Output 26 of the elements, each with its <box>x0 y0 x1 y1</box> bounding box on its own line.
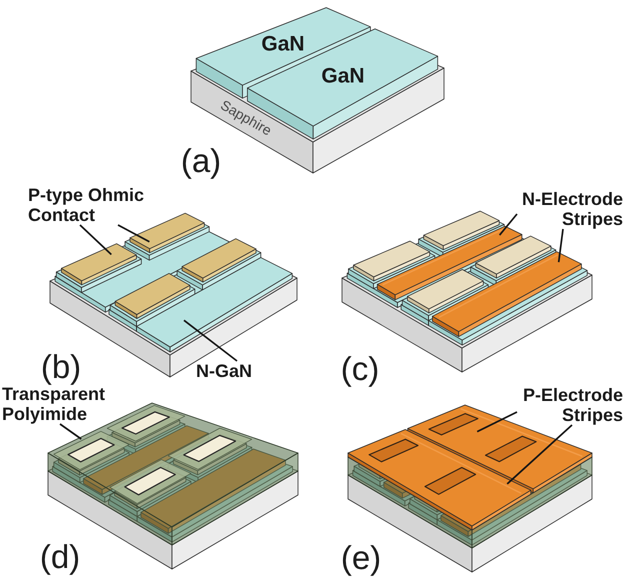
electrode-stripe <box>432 251 582 337</box>
contact-pad <box>130 212 205 254</box>
leader-line <box>498 213 518 236</box>
leader-line <box>183 320 238 362</box>
leader-line <box>476 411 518 432</box>
electrode-stripe <box>348 429 532 530</box>
leader-line <box>118 224 150 242</box>
contact-pad <box>61 243 137 286</box>
leader-line <box>506 424 573 485</box>
electrode-stripe <box>376 226 522 300</box>
callout-label: Transparent Polyimide <box>2 384 110 424</box>
leader-line <box>60 423 82 440</box>
callout-label: N-Electrode Stripes <box>517 189 623 229</box>
semiconductor-layer <box>136 257 293 352</box>
layer-label: GaN <box>321 64 365 88</box>
panel-label: (d) <box>40 539 80 575</box>
callout-label: P-type Ohmic Contact <box>28 185 150 225</box>
panel-label: (c) <box>340 351 380 387</box>
callout-label: N-GaN <box>196 361 252 381</box>
callout-label: P-Electrode Stripes <box>517 385 623 425</box>
panel-label: (b) <box>40 349 82 385</box>
layer-label: GaN <box>261 32 305 56</box>
panel-label: (a) <box>180 143 222 179</box>
panel-label: (e) <box>340 540 382 576</box>
leader-line <box>558 228 564 262</box>
leader-line <box>79 224 112 256</box>
